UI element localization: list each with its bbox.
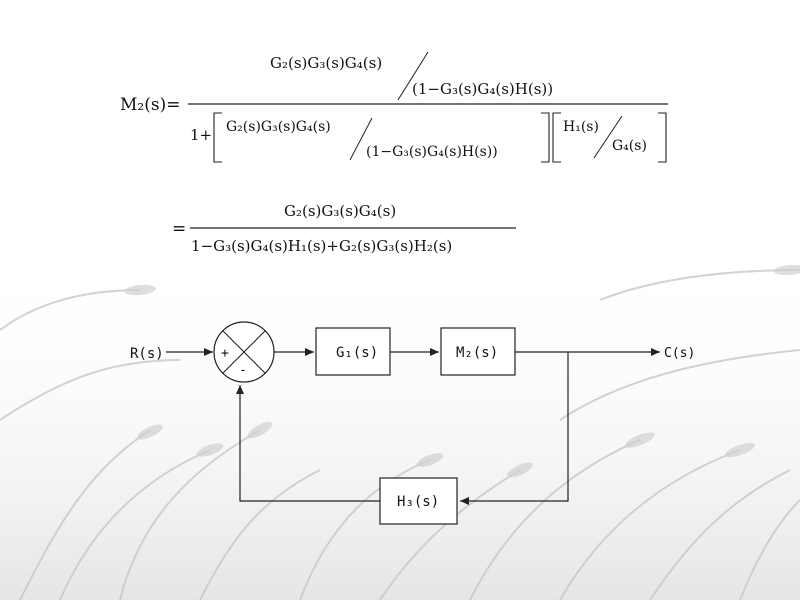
summing-junction-cross-b [222, 330, 266, 374]
eq1-left-bracket-open [213, 112, 222, 163]
feedback-path-to-h3 [460, 352, 569, 505]
eq1-right-bracket-open [552, 112, 561, 163]
eq1-den-right-denominator: G₄(s) [612, 138, 647, 154]
summing-minus-sign: - [239, 363, 247, 378]
eq2-numerator: G₂(s)G₃(s)G₄(s) [284, 202, 396, 220]
eq1-den-one: 1+ [190, 126, 212, 144]
block-h3-label: H₃(s) [397, 494, 439, 510]
block-h3 [379, 477, 458, 525]
eq1-numerator-slash [397, 51, 429, 101]
block-g1-label: G₁(s) [336, 345, 378, 361]
equation-2: = G₂(s)G₃(s)G₄(s) 1−G₃(s)G₄(s)H₁(s)+G₂(s… [172, 202, 516, 255]
eq1-numerator-main: G₂(s)G₃(s)G₄(s) [270, 54, 382, 72]
block-m2 [440, 327, 516, 376]
eq1-den-inner-slash [349, 117, 373, 161]
output-label: C(s) [664, 346, 695, 361]
block-m2-label: M₂(s) [456, 345, 498, 361]
input-label: R(s) [130, 346, 164, 362]
feedback-path-to-junction [236, 385, 380, 502]
equation-1: M₂(s)= G₂(s)G₃(s)G₄(s) (1−G₃(s)G₄(s)H(s)… [120, 51, 668, 163]
eq1-left-bracket-close [541, 112, 550, 163]
eq1-numerator-denominator: (1−G₃(s)G₄(s)H(s)) [412, 80, 553, 98]
summing-junction: + - [213, 321, 275, 383]
eq1-den-right-slash [593, 115, 623, 159]
eq1-right-bracket-close [658, 112, 667, 163]
block-diagram: R(s) + - G₁(s) M₂(s) C(s) [130, 321, 695, 525]
eq1-den-right-numerator: H₁(s) [563, 119, 599, 135]
eq2-denominator: 1−G₃(s)G₄(s)H₁(s)+G₂(s)G₃(s)H₂(s) [191, 237, 452, 255]
summing-plus-sign: + [221, 346, 229, 361]
eq1-den-inner-denominator: (1−G₃(s)G₄(s)H(s)) [366, 144, 498, 160]
eq1-lhs: M₂(s)= [120, 95, 180, 115]
eq2-equals: = [172, 219, 186, 239]
block-g1 [315, 327, 391, 376]
eq1-den-inner-numerator: G₂(s)G₃(s)G₄(s) [226, 119, 331, 135]
